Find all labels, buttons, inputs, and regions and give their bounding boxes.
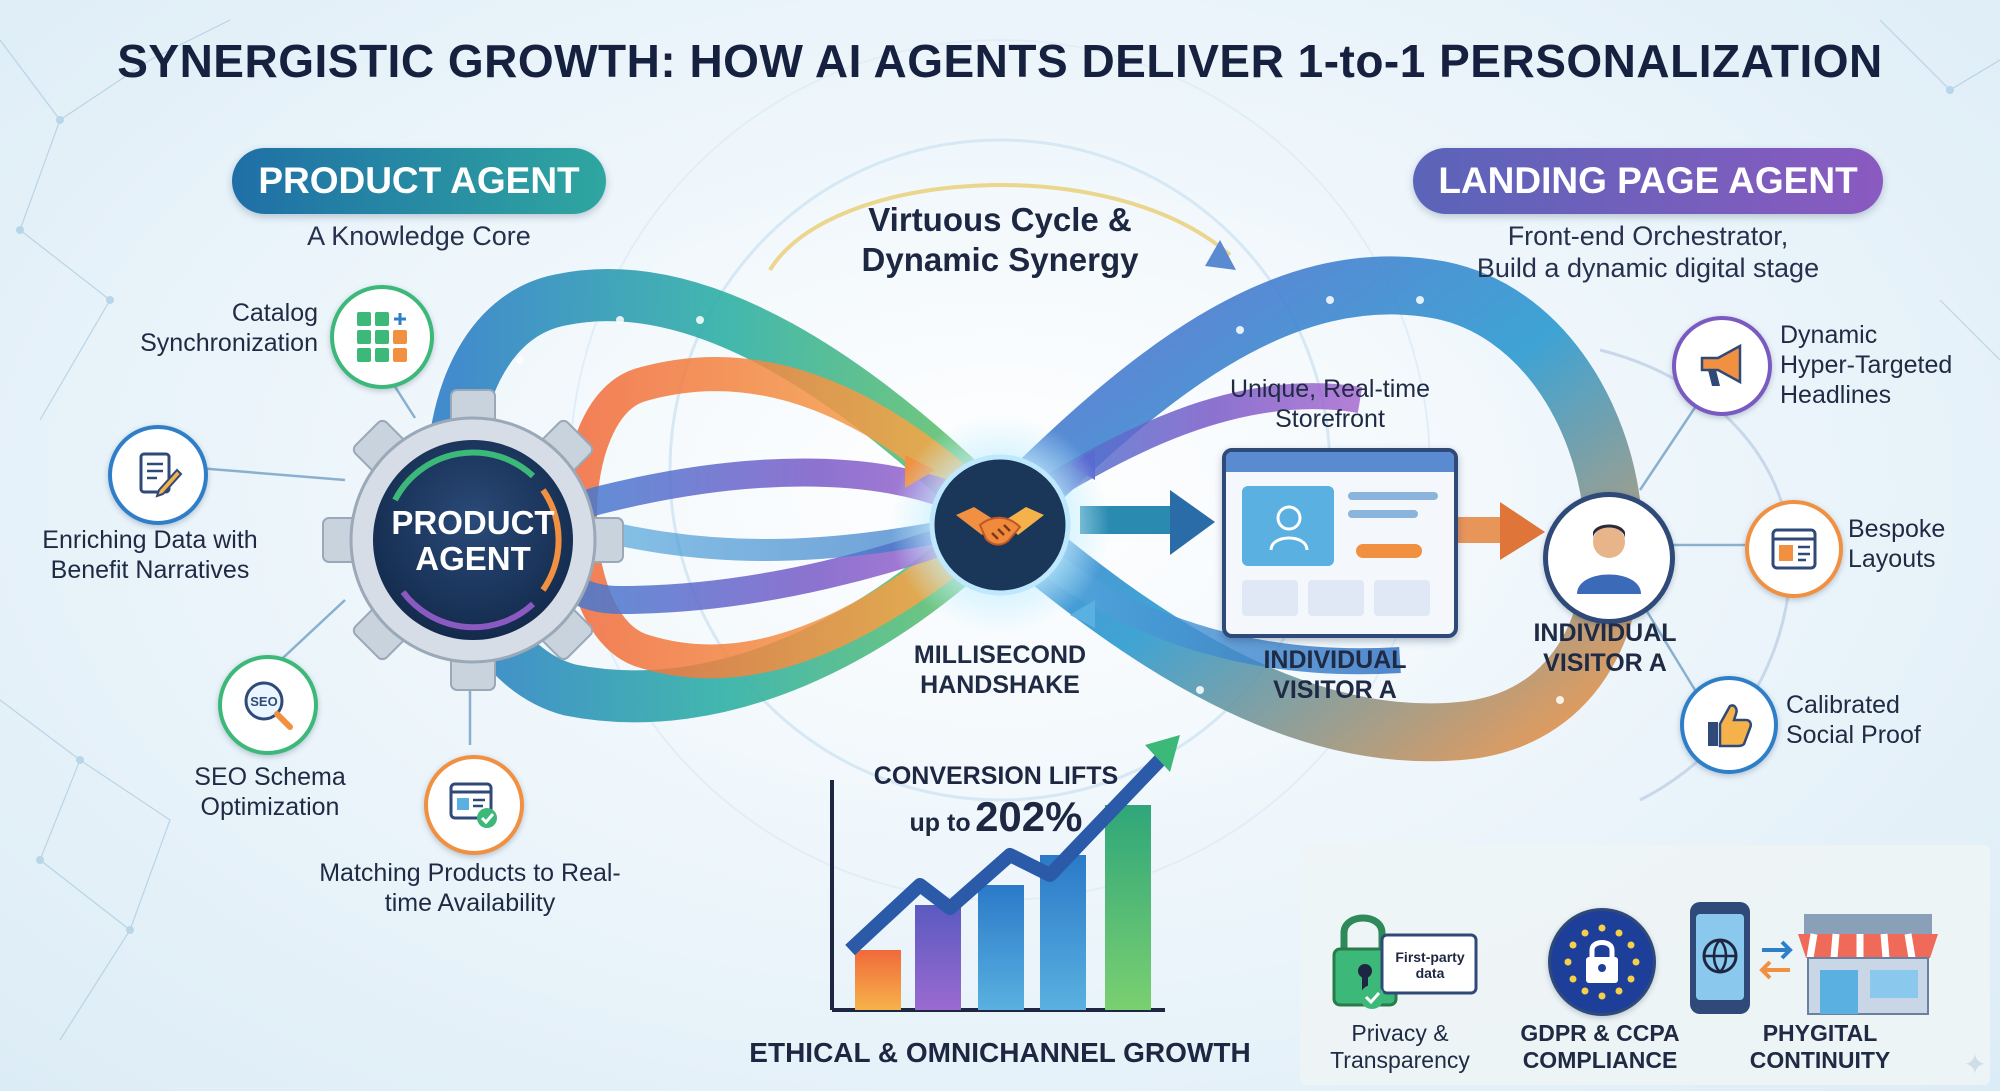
page-title: SYNERGISTIC GROWTH: HOW AI AGENTS DELIVE… bbox=[117, 35, 1883, 87]
landing-agent-pill: LANDING PAGE AGENT bbox=[1413, 148, 1883, 214]
gdpr-line1: GDPR & CCPA bbox=[1520, 1020, 1680, 1046]
cycle-line1: Virtuous Cycle & bbox=[868, 201, 1132, 238]
headlines-line1: Dynamic bbox=[1780, 321, 1878, 349]
storefront-line1: Unique, Real-time bbox=[1229, 375, 1431, 403]
privacy-label: Privacy & Transparency bbox=[1300, 1020, 1500, 1074]
visitor-under-page-line2: VISITOR A bbox=[1273, 676, 1397, 704]
layouts-line2: Layouts bbox=[1848, 545, 1936, 573]
headlines-line2: Hyper-Targeted bbox=[1780, 351, 1953, 379]
product-agent-pill: PRODUCT AGENT bbox=[232, 148, 606, 214]
phygital-line2: CONTINUITY bbox=[1749, 1047, 1891, 1073]
layouts-line1: Bespoke bbox=[1848, 515, 1946, 543]
feature-headlines-label: Dynamic Hyper-Targeted Headlines bbox=[1780, 320, 1990, 410]
privacy-line1: Privacy & bbox=[1351, 1020, 1449, 1046]
first-party-label: First-party data bbox=[1386, 949, 1474, 981]
social-line1: Calibrated bbox=[1786, 691, 1900, 719]
handshake-line1: MILLISECOND bbox=[913, 641, 1087, 669]
visitor-line1: INDIVIDUAL bbox=[1533, 619, 1677, 647]
cycle-label: Virtuous Cycle & Dynamic Synergy bbox=[820, 200, 1180, 280]
gear-label-line1: PRODUCT bbox=[391, 504, 555, 541]
megaphone-icon bbox=[1672, 316, 1772, 416]
landing-subtitle-line1: Front-end Orchestrator, bbox=[1507, 221, 1789, 251]
feature-matching-label: Matching Products to Real-time Availabil… bbox=[319, 859, 621, 917]
social-line2: Social Proof bbox=[1786, 721, 1921, 749]
handshake-line2: HANDSHAKE bbox=[920, 671, 1080, 699]
layout-icon bbox=[1745, 500, 1843, 598]
gear-icon bbox=[322, 389, 624, 691]
phygital-line1: PHYGITAL bbox=[1762, 1020, 1878, 1046]
cycle-line2: Dynamic Synergy bbox=[861, 241, 1139, 278]
gear-label-line2: AGENT bbox=[415, 540, 531, 577]
handshake-icon bbox=[940, 490, 1060, 560]
ethical-growth-label: ETHICAL & OMNICHANNEL GROWTH bbox=[749, 1037, 1251, 1068]
storefront-label: Unique, Real-time Storefront bbox=[1205, 374, 1455, 434]
phygital-label: PHYGITAL CONTINUITY bbox=[1720, 1020, 1920, 1074]
conversion-line1: CONVERSION LIFTS bbox=[873, 762, 1119, 790]
browser-check-icon bbox=[424, 755, 524, 855]
gdpr-line2: COMPLIANCE bbox=[1522, 1047, 1678, 1073]
thumbs-up-icon bbox=[1680, 676, 1778, 774]
grid-icon bbox=[330, 285, 434, 389]
visitor-line2: VISITOR A bbox=[1543, 649, 1667, 677]
storefront-line2: Storefront bbox=[1275, 405, 1385, 433]
conversion-value: 202% bbox=[975, 793, 1083, 840]
feature-seo-label: SEO Schema Optimization bbox=[194, 763, 346, 821]
landing-agent-subtitle: Front-end Orchestrator, Build a dynamic … bbox=[1413, 220, 1883, 284]
browser-profile-icon bbox=[1222, 448, 1458, 638]
padlock-icon: First-party data bbox=[1330, 905, 1480, 1015]
phone-globe-icon bbox=[1690, 902, 1938, 1015]
visitor-under-page-label: INDIVIDUAL VISITOR A bbox=[1215, 645, 1455, 705]
conversion-label: CONVERSION LIFTS up to 202% bbox=[866, 762, 1126, 841]
sparkle-icon: ✦ bbox=[1963, 1049, 1987, 1080]
feature-enriching-label: Enriching Data with Benefit Narratives bbox=[42, 526, 258, 584]
growth-chart bbox=[830, 735, 1180, 1012]
visitor-label: INDIVIDUAL VISITOR A bbox=[1500, 618, 1710, 678]
privacy-line2: Transparency bbox=[1330, 1047, 1470, 1073]
visitor-under-page-line1: INDIVIDUAL bbox=[1263, 646, 1407, 674]
document-edit-icon bbox=[108, 425, 208, 525]
svg-text:SEO: SEO bbox=[250, 694, 277, 709]
product-agent-subtitle: A Knowledge Core bbox=[307, 221, 531, 251]
first-party-line2: data bbox=[1415, 965, 1445, 981]
feature-social-label: Calibrated Social Proof bbox=[1786, 690, 1986, 750]
gdpr-label: GDPR & CCPA COMPLIANCE bbox=[1500, 1020, 1700, 1074]
landing-subtitle-line2: Build a dynamic digital stage bbox=[1476, 253, 1820, 283]
conversion-up-to: up to bbox=[909, 809, 971, 837]
first-party-line1: First-party bbox=[1395, 949, 1465, 965]
user-icon bbox=[1543, 492, 1675, 624]
feature-catalog-label: Catalog Synchronization bbox=[140, 299, 318, 357]
phygital-icon-group bbox=[1686, 898, 1966, 1018]
store-icon bbox=[1798, 914, 1938, 1015]
feature-layouts-label: Bespoke Layouts bbox=[1848, 514, 1988, 574]
headlines-line3: Headlines bbox=[1780, 381, 1892, 409]
handshake-label: MILLISECOND HANDSHAKE bbox=[880, 640, 1120, 700]
eu-lock-icon bbox=[1548, 908, 1656, 1016]
seo-magnifier-icon: SEO bbox=[218, 655, 318, 755]
gear-label: PRODUCT AGENT bbox=[358, 505, 588, 577]
